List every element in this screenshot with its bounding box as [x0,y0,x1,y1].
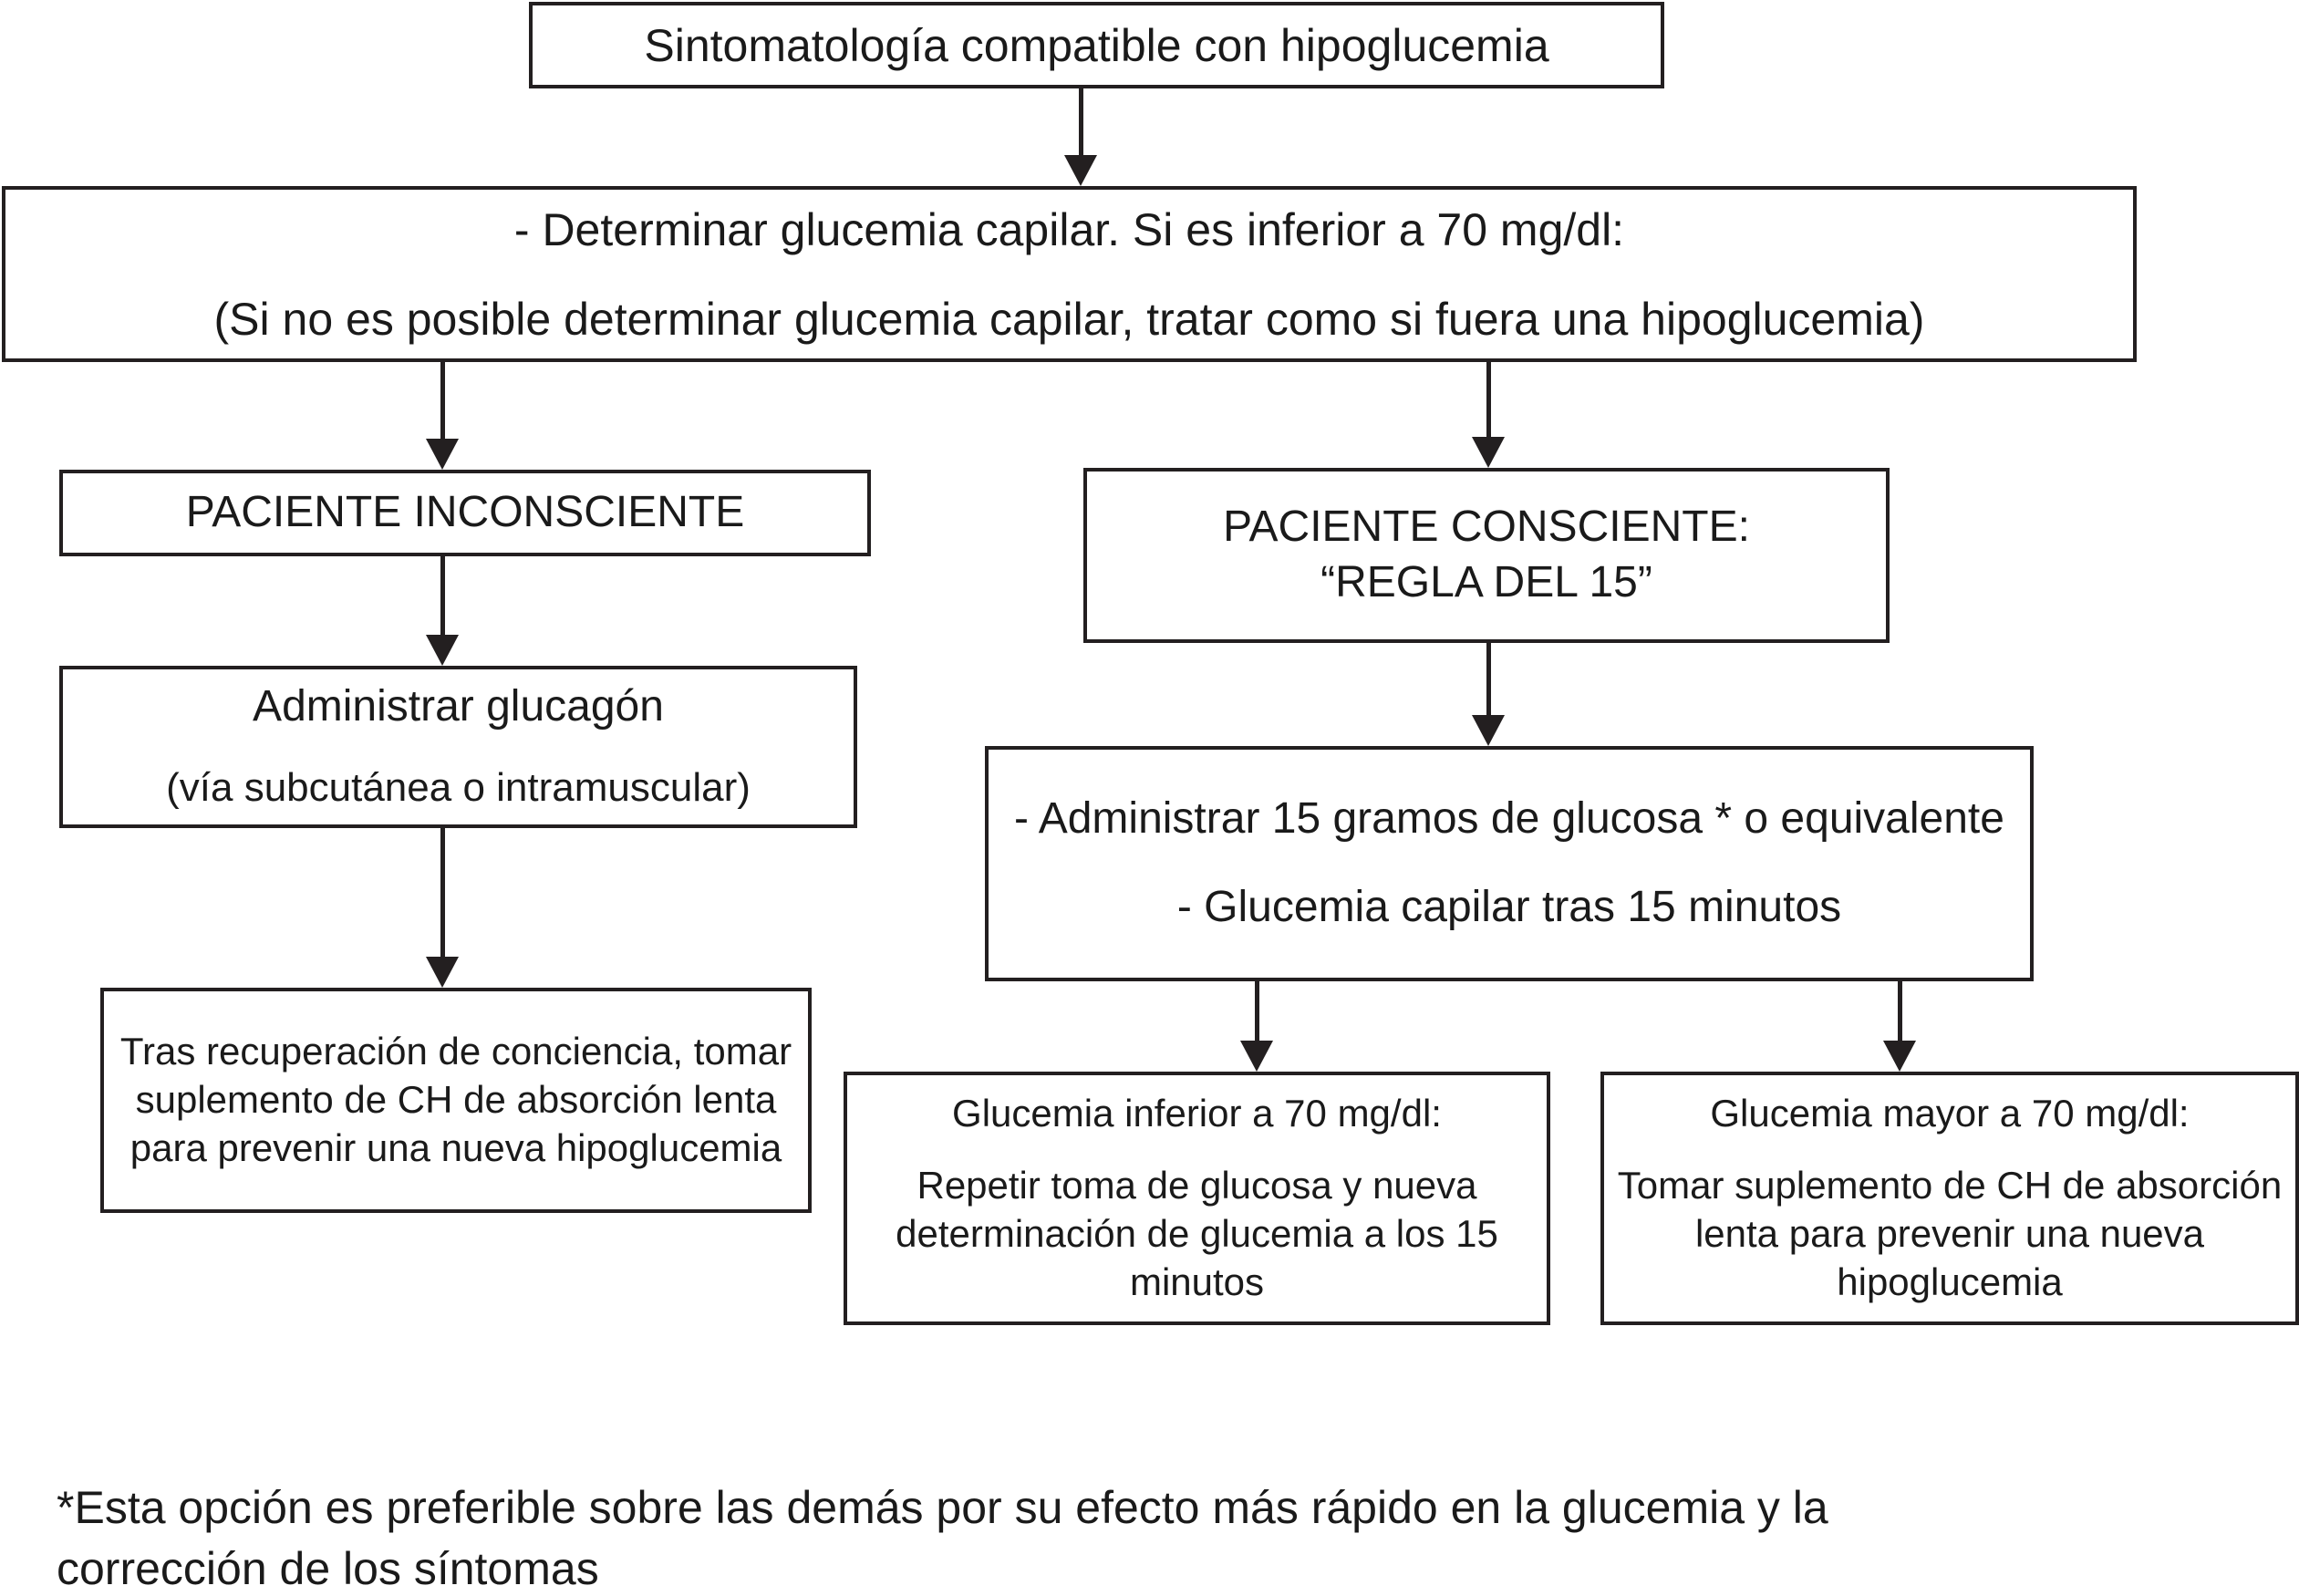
arrow-determine-to-unconscious [424,362,461,470]
arrow-glucose15-to-above70 [1881,981,1918,1072]
node-administer-glucagon: Administrar glucagón (vía subcutánea o i… [59,666,857,828]
node-after-recovery-label: Tras recuperación de conciencia, tomar s… [119,1030,792,1169]
node-patient-unconscious-label: PACIENTE INCONSCIENTE [185,488,745,537]
arrow-glucagon-to-after-recovery [424,828,461,988]
node-administer-glucagon-line1: Administrar glucagón [253,681,664,731]
node-determine-glycemia: - Determinar glucemia capilar. Si es inf… [2,186,2137,362]
footnote-marker: * [57,1482,75,1533]
node-symptoms-label: Sintomatología compatible con hipoglucem… [644,19,1549,71]
node-determine-line2: (Si no es posible determinar glucemia ca… [213,293,1925,345]
footnote: *Esta opción es preferible sobre las dem… [57,1477,2026,1596]
node-patient-conscious-line2: “REGLA DEL 15” [1320,558,1652,606]
node-glycemia-above-70-line2: Tomar suplemento de CH de absorción lent… [1617,1164,2283,1303]
node-glycemia-below-70-line1: Glucemia inferior a 70 mg/dl: [952,1092,1442,1135]
footnote-text: Esta opción es preferible sobre las demá… [57,1482,1828,1594]
arrow-conscious-to-glucose15 [1470,643,1507,746]
node-patient-unconscious: PACIENTE INCONSCIENTE [59,470,871,556]
node-after-recovery: Tras recuperación de conciencia, tomar s… [100,988,812,1213]
node-patient-conscious-line1: PACIENTE CONSCIENTE: [1223,503,1750,552]
node-glycemia-below-70-line2: Repetir toma de glucosa y nueva determin… [896,1164,1498,1303]
node-symptoms: Sintomatología compatible con hipoglucem… [529,2,1664,88]
arrow-unconscious-to-glucagon [424,556,461,666]
node-glycemia-above-70-line1: Glucemia mayor a 70 mg/dl: [1710,1092,2190,1135]
node-administer-glucagon-line2: (vía subcutánea o intramuscular) [166,765,751,811]
node-glycemia-above-70: Glucemia mayor a 70 mg/dl: Tomar supleme… [1600,1072,2299,1325]
node-administer-15g-glucose: - Administrar 15 gramos de glucosa * o e… [985,746,2034,981]
node-glycemia-below-70: Glucemia inferior a 70 mg/dl: Repetir to… [844,1072,1550,1325]
node-administer-15g-line1: - Administrar 15 gramos de glucosa * o e… [1014,794,2004,844]
arrow-determine-to-conscious [1470,362,1507,468]
node-patient-conscious: PACIENTE CONSCIENTE: “REGLA DEL 15” [1083,468,1890,643]
node-determine-line1: - Determinar glucemia capilar. Si es inf… [513,203,1625,255]
arrow-symptoms-to-determine [1062,88,1099,186]
node-administer-15g-line2: - Glucemia capilar tras 15 minutos [1176,883,1842,931]
arrow-glucose15-to-below70 [1238,981,1275,1072]
